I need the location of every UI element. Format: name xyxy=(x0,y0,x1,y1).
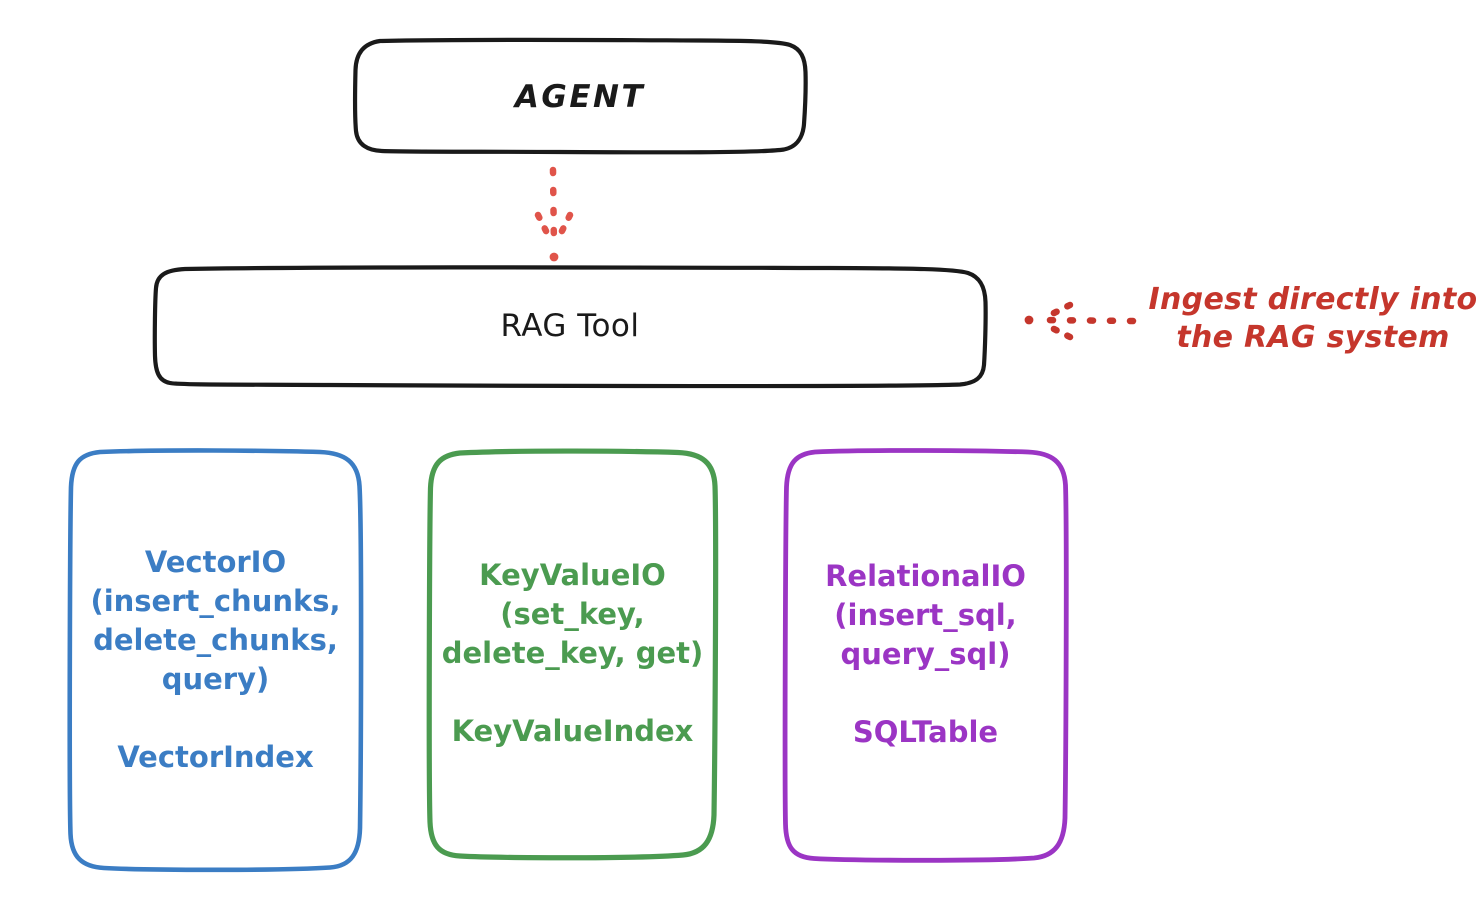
key-value-io-box-outline xyxy=(426,448,719,861)
relational-io-node-label: RelationalIO (insert_sql, query_sql) SQL… xyxy=(825,559,1026,749)
relational-io-box-outline xyxy=(782,448,1069,863)
relational-io-node[interactable]: RelationalIO (insert_sql, query_sql) SQL… xyxy=(785,450,1066,859)
vector-io-node-label: VectorIO (insert_chunks, delete_chunks, … xyxy=(90,544,341,774)
key-value-io-node[interactable]: KeyValueIO (set_key, delete_key, get) Ke… xyxy=(430,450,715,856)
rag-tool-node[interactable]: RAG Tool xyxy=(155,267,985,384)
agent-node-label: AGENT xyxy=(514,78,646,115)
vector-io-box-outline xyxy=(67,448,364,873)
ingest-note-connector xyxy=(1024,301,1137,341)
ingest-annotation-text: Ingest directly into the RAG system xyxy=(1148,282,1478,355)
rag-tool-box-outline xyxy=(152,265,988,389)
key-value-io-node-label: KeyValueIO (set_key, delete_key, get) Ke… xyxy=(441,557,704,748)
agent-to-rag-connector xyxy=(534,166,574,262)
agent-node[interactable]: AGENT xyxy=(355,40,805,153)
agent-box-outline xyxy=(352,37,808,155)
rag-tool-node-label: RAG Tool xyxy=(500,307,640,344)
vector-io-node[interactable]: VectorIO (insert_chunks, delete_chunks, … xyxy=(70,450,361,869)
